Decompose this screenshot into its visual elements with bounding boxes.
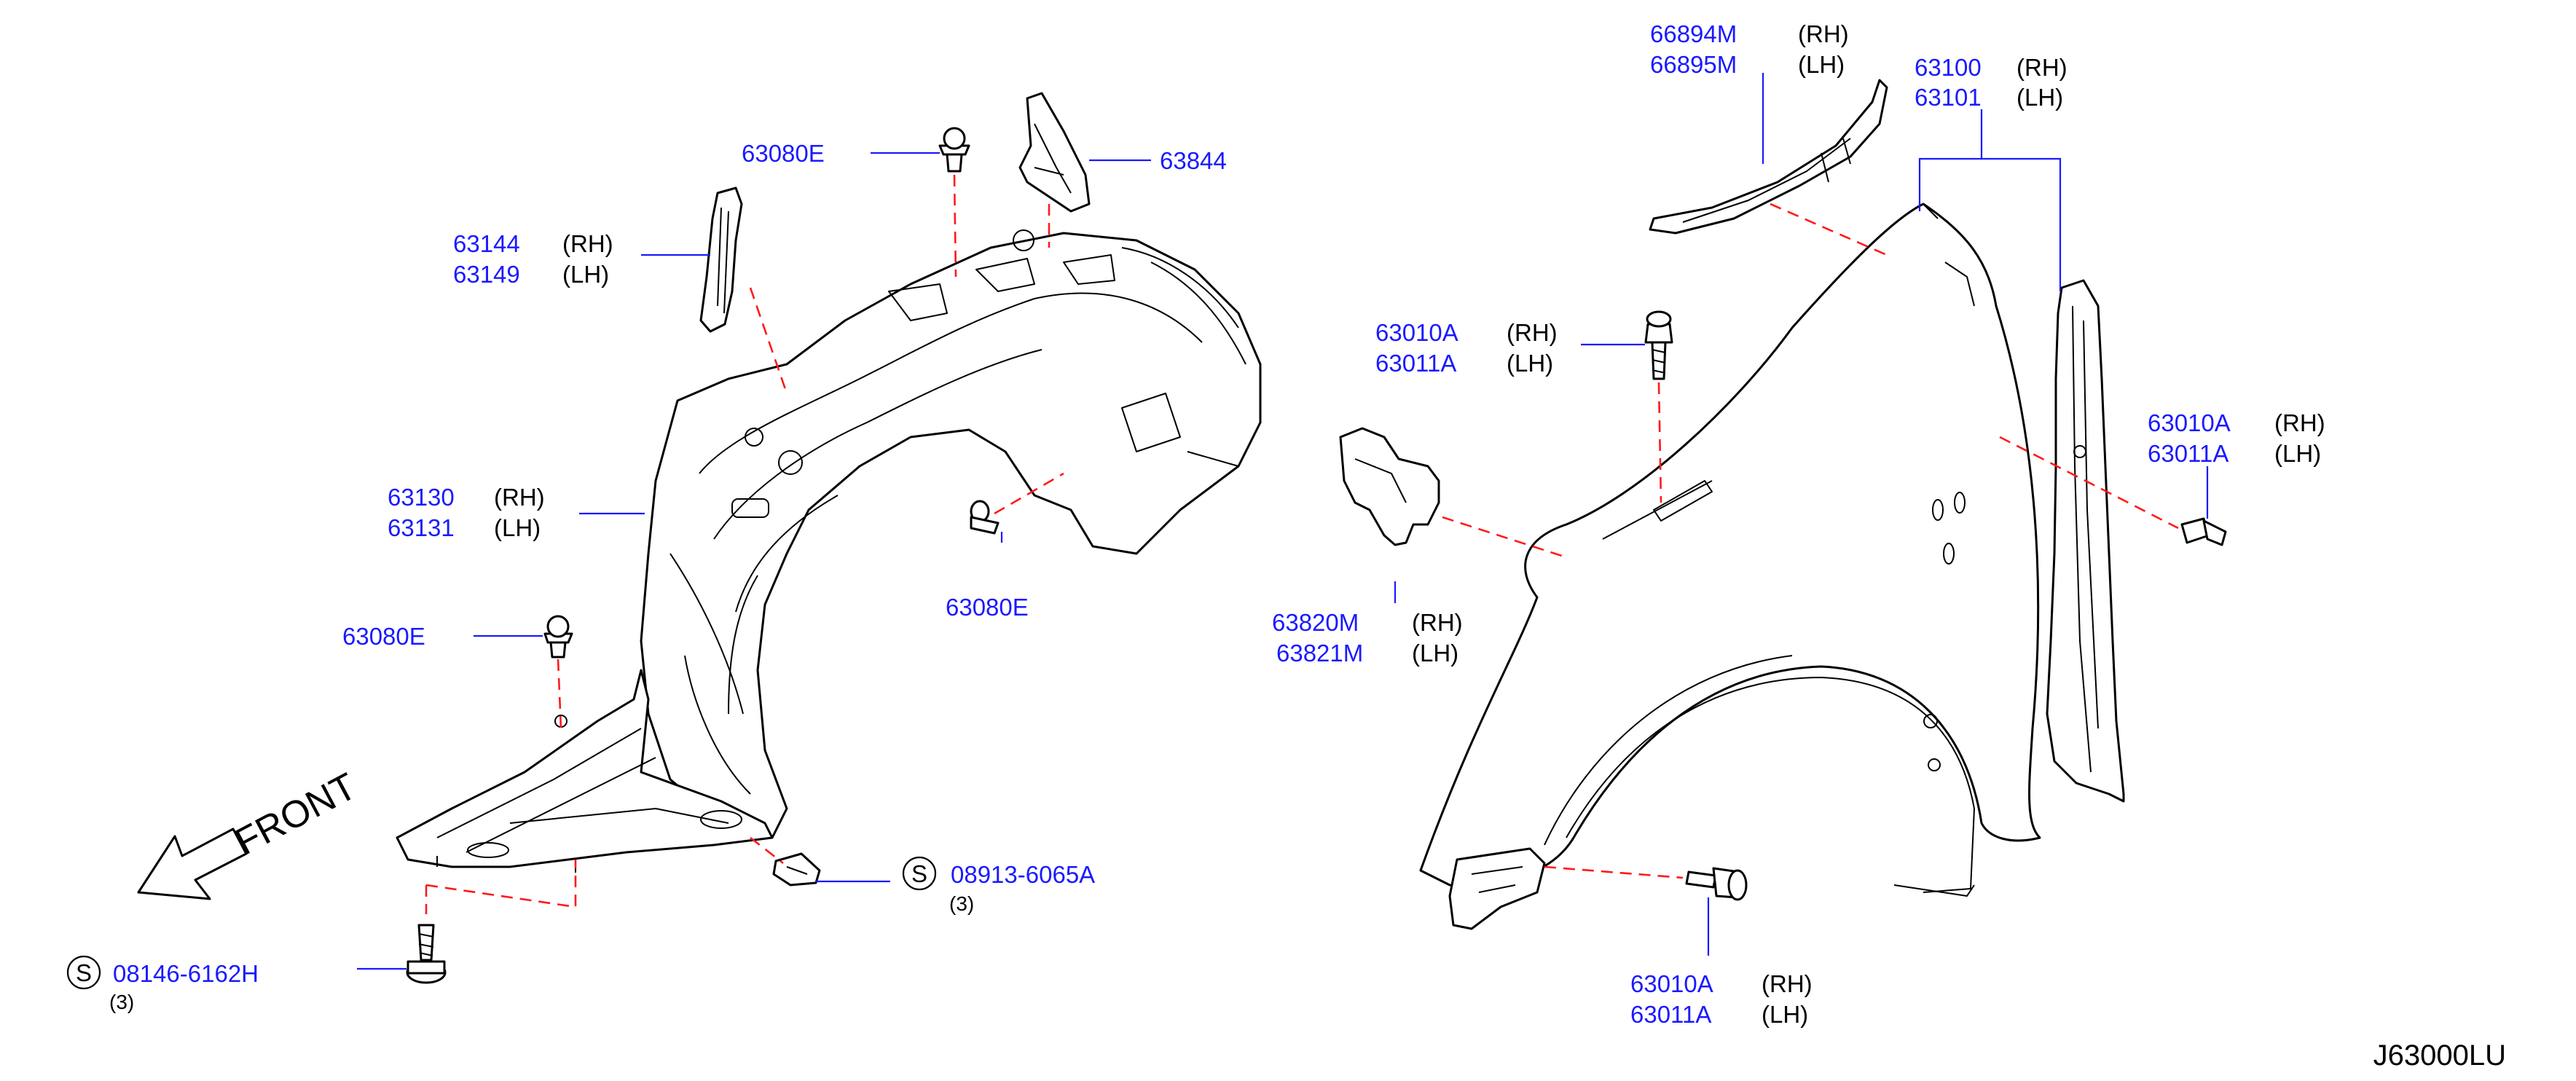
attachment-lines xyxy=(425,174,2179,914)
side-rh-label: (RH) xyxy=(2274,409,2325,436)
callout-screw: 08146-6162H xyxy=(113,960,259,987)
fender-side-strip xyxy=(2046,279,2125,803)
fender-protector-shell xyxy=(640,232,1262,839)
side-lh-label: (LH) xyxy=(2274,440,2321,467)
callout-mudguard-lh: 63149 xyxy=(453,261,520,288)
callout-fender-rh: 63100 xyxy=(1915,54,1982,81)
callout-clip-mid: 63080E xyxy=(946,594,1029,621)
side-lh-label: (LH) xyxy=(1798,51,1845,78)
side-rh-label: (RH) xyxy=(562,230,613,257)
callout-protector-rh: 63130 xyxy=(388,484,455,511)
callout-clip-top: 63080E xyxy=(742,140,825,167)
side-rh-label: (RH) xyxy=(2017,54,2068,81)
side-rh-label: (RH) xyxy=(1762,970,1813,997)
protector-bracket-part xyxy=(1018,92,1091,213)
bolt-top xyxy=(1644,310,1673,380)
callout-mudguard-rh: 63144 xyxy=(453,230,520,257)
callout-bolt-top-rh: 63010A xyxy=(1375,319,1458,346)
clip-left xyxy=(543,615,573,659)
callout-seal-rh: 66894M xyxy=(1650,20,1737,47)
side-rh-label: (RH) xyxy=(1412,609,1463,636)
splash-shield xyxy=(396,669,774,873)
callout-clip-left: 63080E xyxy=(342,623,425,650)
callout-bolt-right-lh: 63011A xyxy=(2148,440,2229,467)
side-rh-label: (RH) xyxy=(494,484,545,511)
side-lh-label: (LH) xyxy=(1507,350,1553,377)
side-lh-label: (LH) xyxy=(1762,1001,1808,1028)
clip-top xyxy=(938,127,970,173)
callout-bolt-right-rh: 63010A xyxy=(2148,409,2231,436)
front-direction-label: FRONT xyxy=(228,765,363,863)
diagram-reference-id: J63000LU xyxy=(2373,1039,2506,1072)
callout-protector-63844: 63844 xyxy=(1160,147,1227,174)
callout-bolt-bottom-rh: 63010A xyxy=(1630,970,1713,997)
screw-part xyxy=(406,924,447,984)
callout-seal-lh: 66895M xyxy=(1650,51,1737,78)
screw-quantity: (3) xyxy=(109,991,134,1013)
mudguard-part xyxy=(699,186,743,333)
fender-protector-assembly xyxy=(640,229,1262,839)
fender-bracket-part xyxy=(1339,427,1440,546)
service-symbol: S xyxy=(911,860,927,887)
nut-part xyxy=(772,852,821,887)
callout-nut: 08913-6065A xyxy=(951,861,1095,888)
service-symbol: S xyxy=(76,959,92,986)
front-fender-panel xyxy=(1419,203,2041,897)
side-lh-label: (LH) xyxy=(1412,640,1458,667)
callout-fender-lh: 63101 xyxy=(1915,84,1982,111)
front-direction-arrow xyxy=(137,828,248,900)
service-symbol-circle xyxy=(66,955,101,990)
callout-protector-lh: 63131 xyxy=(388,514,455,541)
side-lh-label: (LH) xyxy=(2017,84,2063,111)
callout-bolt-bottom-lh: 63011A xyxy=(1630,1001,1711,1028)
leader-lines xyxy=(357,73,2209,970)
fender-seal-top xyxy=(1649,79,1888,235)
callout-bracket-rh: 63820M xyxy=(1272,609,1359,636)
bolt-right xyxy=(2180,517,2227,546)
nut-quantity: (3) xyxy=(949,892,974,915)
service-symbol-circle xyxy=(902,856,937,891)
side-lh-label: (LH) xyxy=(494,514,541,541)
side-rh-label: (RH) xyxy=(1507,319,1558,346)
callout-bolt-top-lh: 63011A xyxy=(1375,350,1456,377)
bolt-bottom xyxy=(1685,867,1748,901)
side-rh-label: (RH) xyxy=(1798,20,1849,47)
clip-mid xyxy=(970,500,1000,535)
callout-bracket-lh: 63821M xyxy=(1276,640,1363,667)
side-lh-label: (LH) xyxy=(562,261,609,288)
